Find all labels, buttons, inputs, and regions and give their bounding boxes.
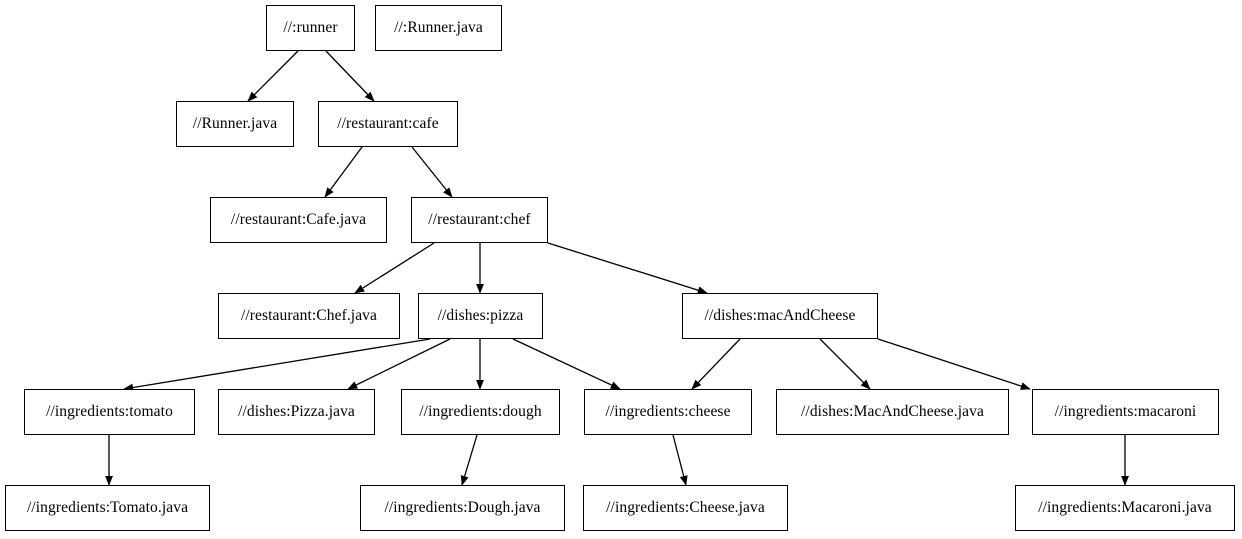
graph-edge — [325, 50, 375, 102]
graph-node-label: //restaurant:cafe — [337, 115, 439, 133]
graph-node-label: //dishes:Pizza.java — [238, 403, 355, 421]
graph-node-restaurant-cafe-java[interactable]: //restaurant:Cafe.java — [210, 197, 387, 243]
graph-node-label: //ingredients:macaroni — [1054, 403, 1197, 421]
graph-node-label: //ingredients:cheese — [605, 403, 731, 421]
graph-node-runner-java-root[interactable]: //:Runner.java — [375, 5, 502, 51]
graph-node-label: //dishes:macAndCheese — [704, 307, 856, 325]
graph-edge — [324, 146, 363, 198]
graph-node-label: //Runner.java — [192, 115, 278, 133]
graph-edge — [819, 338, 871, 390]
graph-node-restaurant-chef-java[interactable]: //restaurant:Chef.java — [218, 293, 400, 339]
graph-edge — [411, 146, 453, 198]
graph-node-dishes-pizza-java[interactable]: //dishes:Pizza.java — [218, 389, 375, 435]
graph-node-ingredients-cheese-java[interactable]: //ingredients:Cheese.java — [583, 485, 788, 531]
graph-node-label: //ingredients:Dough.java — [384, 499, 541, 517]
graph-node-label: //:Runner.java — [394, 19, 483, 37]
graph-node-ingredients-macaroni-java[interactable]: //ingredients:Macaroni.java — [1015, 485, 1235, 531]
graph-edge — [877, 338, 1031, 390]
graph-node-label: //dishes:pizza — [437, 307, 524, 325]
graph-node-ingredients-macaroni[interactable]: //ingredients:macaroni — [1032, 389, 1219, 435]
graph-edge — [123, 338, 431, 392]
graph-node-dishes-macandcheese[interactable]: //dishes:macAndCheese — [682, 293, 878, 339]
graph-node-label: //ingredients:Macaroni.java — [1038, 499, 1212, 517]
graph-node-runner-java[interactable]: //Runner.java — [176, 101, 294, 147]
graph-node-dishes-pizza[interactable]: //dishes:pizza — [418, 293, 543, 339]
graph-node-label: //dishes:MacAndCheese.java — [801, 403, 984, 421]
graph-edge — [460, 434, 478, 486]
graph-node-label: //restaurant:chef — [428, 211, 531, 229]
graph-node-ingredients-tomato-java[interactable]: //ingredients:Tomato.java — [5, 485, 210, 531]
graph-node-label: //restaurant:Chef.java — [240, 307, 378, 325]
graph-node-label: //:runner — [283, 19, 338, 37]
graph-edge — [354, 242, 435, 294]
graph-node-restaurant-chef[interactable]: //restaurant:chef — [411, 197, 548, 243]
graph-node-ingredients-tomato[interactable]: //ingredients:tomato — [24, 389, 195, 435]
graph-node-label: //ingredients:Cheese.java — [606, 499, 765, 517]
graph-node-ingredients-dough-java[interactable]: //ingredients:Dough.java — [360, 485, 565, 531]
graph-node-ingredients-dough[interactable]: //ingredients:dough — [401, 389, 560, 435]
graph-edge — [547, 242, 708, 295]
graph-edge — [347, 338, 451, 390]
graph-node-label: //restaurant:Cafe.java — [230, 211, 367, 229]
graph-edge — [691, 338, 741, 390]
graph-node-label: //ingredients:Tomato.java — [26, 499, 189, 517]
graph-node-runner-target[interactable]: //:runner — [266, 5, 355, 51]
graph-node-label: //ingredients:tomato — [46, 403, 173, 421]
graph-node-label: //ingredients:dough — [419, 403, 542, 421]
graph-edge — [672, 434, 688, 486]
graph-edge — [512, 338, 621, 390]
graph-node-ingredients-cheese[interactable]: //ingredients:cheese — [584, 389, 752, 435]
graph-node-restaurant-cafe[interactable]: //restaurant:cafe — [318, 101, 458, 147]
graph-node-dishes-macandcheese-java[interactable]: //dishes:MacAndCheese.java — [776, 389, 1009, 435]
graph-edge — [247, 50, 299, 102]
